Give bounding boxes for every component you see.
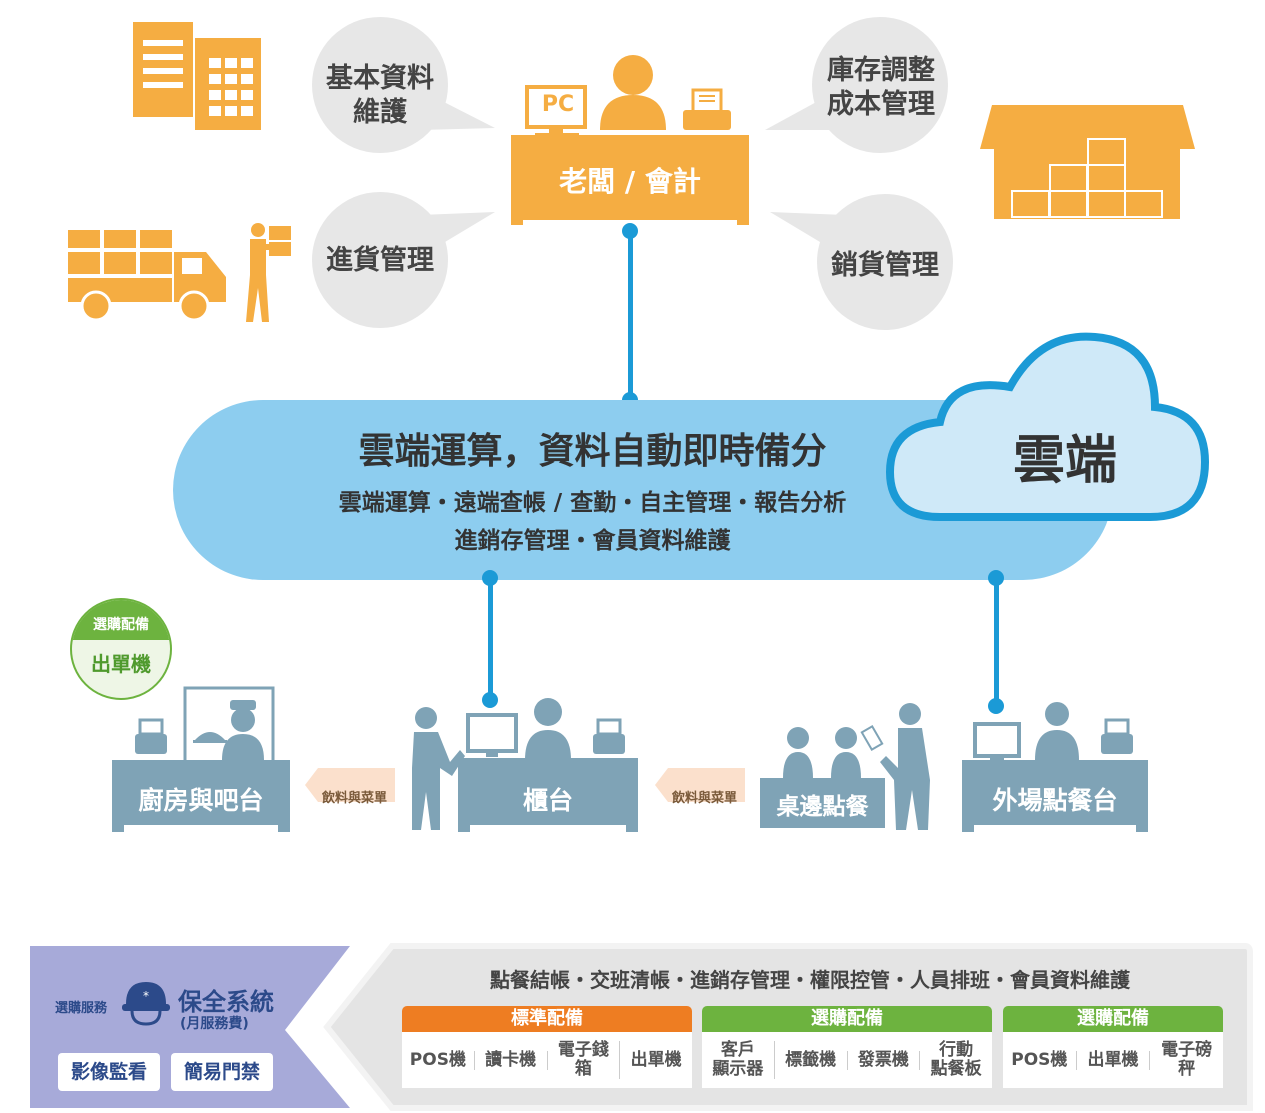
item-mobile-order-pad: 行動 點餐板 [930, 1040, 982, 1079]
item-receipt-printer: 出單機 [630, 1049, 682, 1070]
bubble-sales: 銷貨管理 [831, 250, 939, 281]
optional-badge-name: 出單機 [91, 652, 151, 676]
bubble-inventory-line2: 成本管理 [827, 89, 935, 120]
arrow-label-left: 飲料與菜單 [322, 791, 388, 806]
stations-illustration [112, 686, 1148, 832]
optional-badge-tag: 選購配備 [72, 600, 170, 640]
group-optional-2-header: 選購配備 [1003, 1006, 1223, 1032]
cloud-features-line2: 進銷存管理・會員資料維護 [454, 528, 731, 554]
boss-label: 老闆 / 會計 [559, 165, 701, 198]
station-counter: 櫃台 [522, 786, 573, 815]
cloud-badge-icon [885, 332, 1210, 521]
speech-bubbles [312, 17, 953, 330]
bubble-inventory: 庫存調整 成本管理 [816, 54, 946, 122]
bubble-inventory-line1: 庫存調整 [827, 55, 935, 86]
security-tag: 選購服務 [55, 1001, 108, 1016]
station-tableside: 桌邊點餐 [776, 794, 869, 820]
connector-top [628, 232, 633, 402]
pc-label: PC [541, 92, 575, 117]
video-monitor-button[interactable]: 影像監看 [58, 1053, 160, 1091]
group-standard-header: 標準配備 [402, 1006, 692, 1032]
cloud-badge-label: 雲端 [1012, 431, 1117, 491]
group-optional-2-items: POS機 出單機 電子磅秤 [1003, 1032, 1223, 1088]
connector-right-dot-bottom [988, 698, 1004, 714]
item-label-printer: 標籤機 [775, 1050, 848, 1070]
group-optional-1-header: 選購配備 [702, 1006, 992, 1032]
cloud-features-line1: 雲端運算・遠端查帳 / 查勤・自主管理・報告分析 [338, 490, 847, 516]
security-title: 保全系統 [178, 988, 274, 1016]
security-guard-icon: * [122, 982, 170, 1026]
connector-top-dot [622, 223, 638, 239]
group-optional-1-items: 客戶 顯示器 標籤機 發票機 行動 點餐板 [702, 1032, 992, 1088]
station-kitchen: 廚房與吧台 [138, 786, 264, 815]
svg-text:*: * [143, 989, 149, 1003]
item-card-reader: 讀卡機 [475, 1050, 548, 1070]
connector-left [488, 578, 493, 700]
documents-icon [133, 22, 261, 130]
delivery-truck-icon [68, 223, 291, 322]
item-receipt-printer-2: 出單機 [1077, 1050, 1151, 1070]
security-subtitle: (月服務費) [180, 1016, 249, 1032]
item-electronic-scale: 電子磅秤 [1161, 1040, 1213, 1079]
item-pos-2: POS機 [1003, 1050, 1077, 1070]
group-standard-items: POS機 讀卡機 電子錢箱 出單機 [402, 1032, 692, 1088]
station-outdoor: 外場點餐台 [992, 786, 1118, 815]
bubble-basic-data: 基本資料 維護 [318, 62, 442, 130]
connector-right [994, 578, 999, 706]
warehouse-icon [980, 105, 1195, 219]
item-customer-display: 客戶 顯示器 [702, 1041, 775, 1079]
item-pos: POS機 [402, 1050, 475, 1070]
item-cash-drawer: 電子錢箱 [548, 1041, 621, 1079]
access-control-button[interactable]: 簡易門禁 [171, 1053, 273, 1091]
arrow-label-right: 飲料與菜單 [672, 791, 738, 806]
features-line: 點餐結帳・交班清帳・進銷存管理・權限控管・人員排班・會員資料維護 [490, 968, 1130, 992]
item-invoice-printer: 發票機 [848, 1050, 921, 1070]
connector-left-dot-bottom [482, 692, 498, 708]
cloud-headline: 雲端運算，資料自動即時備分 [358, 431, 827, 472]
bubble-purchase: 進貨管理 [326, 245, 434, 276]
bubble-basic-data-line2: 維護 [353, 97, 407, 128]
boss-desk-icon [511, 55, 749, 225]
bubble-basic-data-line1: 基本資料 [326, 63, 434, 94]
